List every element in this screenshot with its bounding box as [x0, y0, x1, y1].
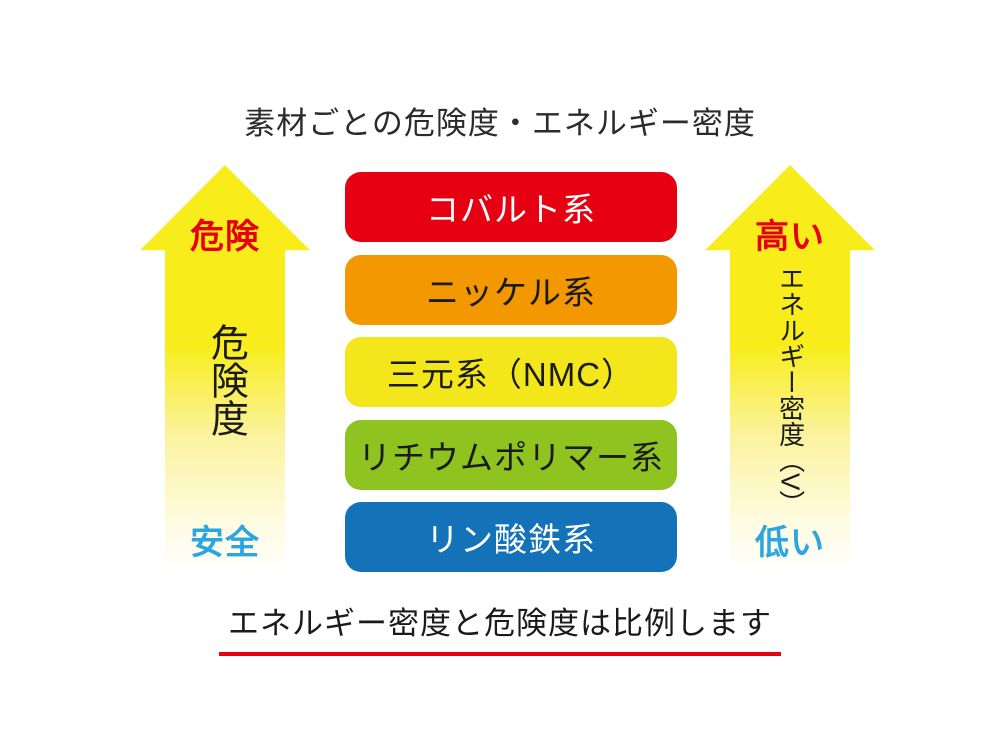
danger-safe-label: 安全: [190, 524, 260, 562]
material-bars: コバルト系 ニッケル系 三元系（NMC） リチウムポリマー系 リン酸鉄系: [345, 172, 677, 572]
energy-low-label: 低い: [755, 524, 825, 562]
caption-row: エネルギー密度と危険度は比例します: [0, 598, 1000, 656]
material-bar-iron-phosphate: リン酸鉄系: [345, 502, 677, 572]
material-bar-label: リチウムポリマー系: [358, 439, 664, 476]
danger-axis-label: 危険度: [204, 323, 247, 437]
up-arrow-icon: [705, 165, 875, 565]
danger-high-label: 危険: [190, 218, 260, 256]
danger-axis: 危険 危険度 安全: [140, 165, 310, 565]
material-bar-lithium-polymer: リチウムポリマー系: [345, 420, 677, 490]
energy-high-label: 高い: [755, 218, 825, 256]
material-bar-label: ニッケル系: [426, 274, 596, 311]
material-bar-cobalt: コバルト系: [345, 172, 677, 242]
up-arrow-icon: [140, 165, 310, 565]
page-title: 素材ごとの危険度・エネルギー密度: [244, 106, 756, 141]
energy-axis-label: エネルギー密度（V）: [775, 265, 806, 517]
material-bar-label: 三元系（NMC）: [386, 356, 636, 393]
material-bar-nickel: ニッケル系: [345, 255, 677, 325]
material-bar-label: リン酸鉄系: [426, 521, 596, 558]
material-bar-label: コバルト系: [426, 191, 596, 228]
material-bar-nmc: 三元系（NMC）: [345, 337, 677, 407]
energy-axis: 高い エネルギー密度（V） 低い: [705, 165, 875, 565]
caption-underlined: エネルギー密度と危険度は比例します: [219, 598, 781, 656]
